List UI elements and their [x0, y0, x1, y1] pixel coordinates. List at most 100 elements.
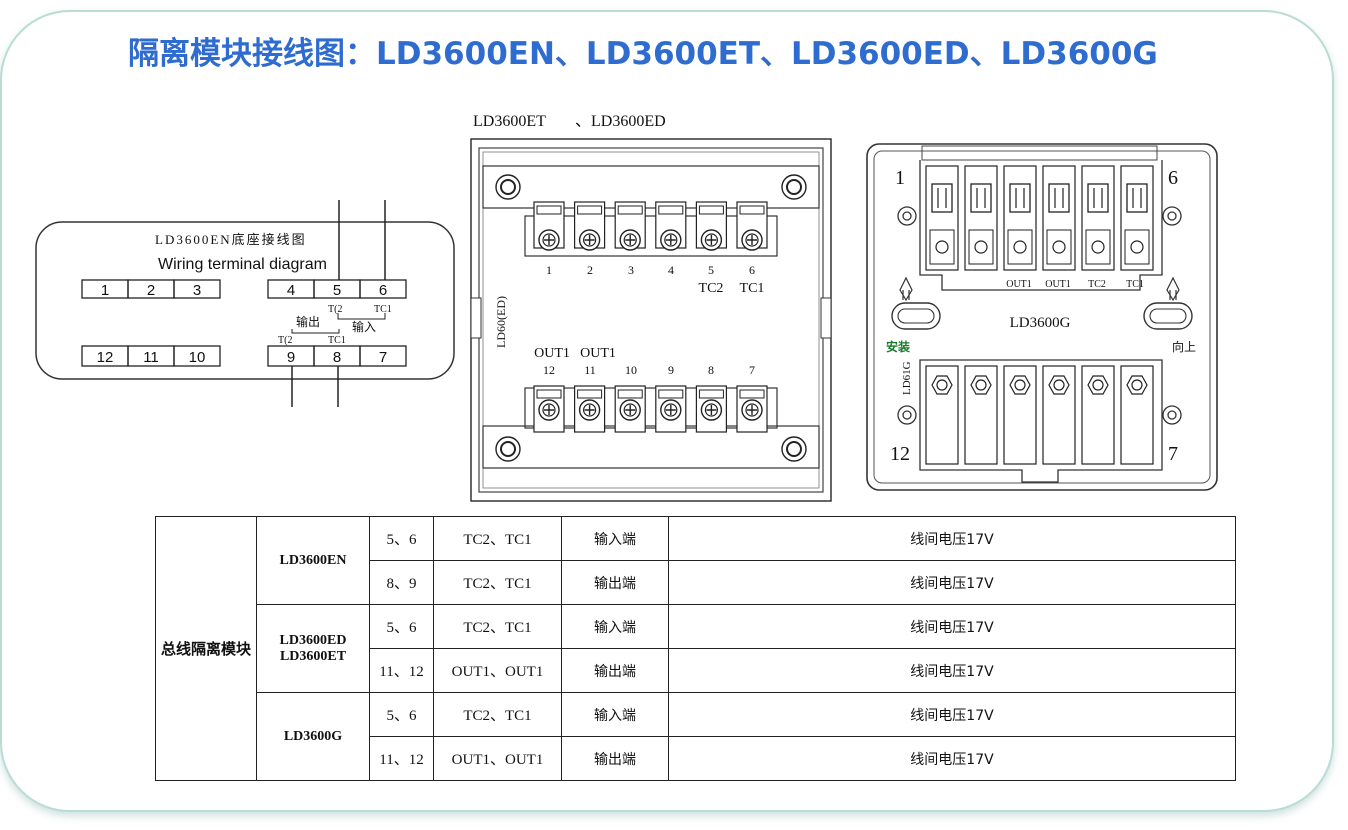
- note-cell: 线间电压17V: [668, 604, 1236, 649]
- terminals-cell: 11、12: [369, 736, 434, 781]
- et-top-number-row: 1 2 3 4 5 6: [546, 263, 755, 277]
- signals-cell: OUT1、OUT1: [433, 648, 562, 693]
- en-wiring-diagram: LD3600EN底座接线图 Wiring terminal diagram 1 …: [35, 200, 455, 407]
- en-terminal-12: 12: [97, 349, 114, 366]
- screw-terminal: [614, 385, 646, 433]
- note-cell: 线间电压17V: [668, 560, 1236, 605]
- en-label-input: 输入: [352, 319, 376, 334]
- et-bot-num-9: 9: [668, 363, 674, 377]
- g-bottom-terminals: [925, 365, 1154, 465]
- note-cell: 线间电压17V: [668, 648, 1236, 693]
- screw-terminal: [695, 385, 727, 433]
- et-top-tc2: TC2: [699, 281, 724, 296]
- model-cell-ed-et: LD3600ED LD3600ET: [256, 604, 370, 693]
- en-label-tc2-bottom: T(2: [278, 335, 292, 346]
- en-top-left-terminals: 1 2 3: [81, 279, 221, 299]
- et-bottom-terminal-block: [533, 385, 768, 433]
- terminals-cell: 5、6: [369, 692, 434, 737]
- terminals-cell: 8、9: [369, 560, 434, 605]
- en-terminal-1: 1: [101, 282, 109, 299]
- role-cell: 输入端: [561, 604, 669, 649]
- signals-cell: TC2、TC1: [433, 516, 562, 561]
- spec-table: 总线隔离模块 LD3600EN 5、6 TC2、TC1 输入端 线间电压17V …: [155, 516, 1236, 781]
- g-arrow-left: [899, 276, 913, 302]
- g-slot-right: [1143, 302, 1193, 330]
- g-terminal-labels: OUT1 OUT1 TC2 TC1: [1006, 279, 1144, 290]
- et-top-terminal-block: [533, 201, 768, 251]
- screw-terminal: [736, 385, 768, 433]
- en-terminal-6: 6: [379, 282, 387, 299]
- et-top-tc1: TC1: [740, 281, 765, 296]
- g-model-label: LD3600G: [1010, 315, 1071, 331]
- en-bottom-left-terminals: 12 11 10: [81, 345, 221, 367]
- g-top-terminals: [925, 165, 1154, 271]
- et-caption-left: LD3600ET: [473, 113, 546, 130]
- signals-cell: TC2、TC1: [433, 692, 562, 737]
- g-terminal: [1081, 365, 1115, 465]
- g-terminal: [1120, 365, 1154, 465]
- screw-terminal: [573, 385, 606, 433]
- et-corner-screws: [495, 174, 807, 462]
- g-label-out1-a: OUT1: [1006, 279, 1032, 290]
- en-terminal-5: 5: [333, 282, 341, 299]
- model-cell-g: LD3600G: [256, 692, 370, 781]
- en-terminal-3: 3: [193, 282, 201, 299]
- en-label-output: 输出: [296, 314, 320, 329]
- et-bot-num-8: 8: [708, 363, 714, 377]
- et-out1-b: OUT1: [580, 346, 616, 361]
- g-outer-frame: [866, 143, 1218, 491]
- screw-terminal: [614, 201, 646, 251]
- en-terminal-4: 4: [287, 282, 295, 299]
- et-top-num-1: 1: [546, 263, 552, 277]
- role-cell: 输入端: [561, 692, 669, 737]
- et-bot-num-7: 7: [749, 363, 755, 377]
- en-input-bracket: [337, 313, 386, 320]
- et-bot-num-10: 10: [625, 363, 637, 377]
- page-title: 隔离模块接线图：LD3600EN、LD3600ET、LD3600ED、LD360…: [128, 36, 1158, 72]
- et-bot-num-11: 11: [584, 363, 596, 377]
- g-bottom-housing: [919, 359, 1163, 483]
- model-et-label: LD3600ET: [279, 648, 347, 664]
- table-row: 总线隔离模块 LD3600EN 5、6 TC2、TC1 输入端 线间电压17V: [155, 516, 1236, 781]
- g-label-out1-b: OUT1: [1045, 279, 1071, 290]
- model-cell-en: LD3600EN: [256, 516, 370, 605]
- note-cell: 线间电压17V: [668, 736, 1236, 781]
- role-cell: 输出端: [561, 648, 669, 693]
- et-top-num-4: 4: [668, 263, 674, 277]
- en-terminal-7: 7: [379, 349, 387, 366]
- en-terminal-2: 2: [147, 282, 155, 299]
- role-cell: 输入端: [561, 516, 669, 561]
- g-install-label: 安装: [886, 339, 910, 354]
- g-terminal: [1003, 365, 1037, 465]
- note-cell: 线间电压17V: [668, 692, 1236, 737]
- g-diagram: 1 6 12 7 OUT1 OUT1 TC2 TC1 LD3600G 安装 向上…: [866, 143, 1218, 491]
- et-side-label: LD60(ED): [494, 296, 508, 348]
- et-bot-num-12: 12: [543, 363, 555, 377]
- et-top-strip: [482, 165, 820, 209]
- role-cell: 输出端: [561, 736, 669, 781]
- screw-terminal: [533, 385, 565, 433]
- table-row: LD3600ED LD3600ET 5、6 TC2、TC1 输入端 线间电压17…: [156, 604, 1236, 693]
- screw-terminal: [695, 201, 727, 251]
- group-cell: 总线隔离模块: [155, 516, 257, 781]
- g-corner-tr: 6: [1168, 167, 1178, 189]
- g-slot-left: [891, 302, 941, 330]
- en-diagram-heading: LD3600EN底座接线图: [155, 232, 307, 247]
- et-out1-a: OUT1: [534, 346, 570, 361]
- en-terminal-8: 8: [333, 349, 341, 366]
- screw-terminal: [655, 201, 687, 251]
- screw-terminal: [655, 385, 687, 433]
- g-corner-bl: 12: [890, 443, 910, 465]
- signals-cell: OUT1、OUT1: [433, 736, 562, 781]
- screw-terminal: [573, 201, 606, 251]
- g-top-housing: [919, 160, 1163, 291]
- en-terminal-9: 9: [287, 349, 295, 366]
- g-terminal: [1003, 165, 1037, 271]
- et-ed-diagram: LD3600ET 、LD3600ED LD60(ED) 1 2 3 4 5 6 …: [470, 113, 832, 502]
- en-label-tc2-top: T(2: [328, 304, 342, 315]
- terminals-cell: 5、6: [369, 516, 434, 561]
- g-label-tc2: TC2: [1088, 279, 1106, 290]
- g-terminal: [1042, 165, 1076, 271]
- role-cell: 输出端: [561, 560, 669, 605]
- et-inner-frame: [478, 147, 824, 493]
